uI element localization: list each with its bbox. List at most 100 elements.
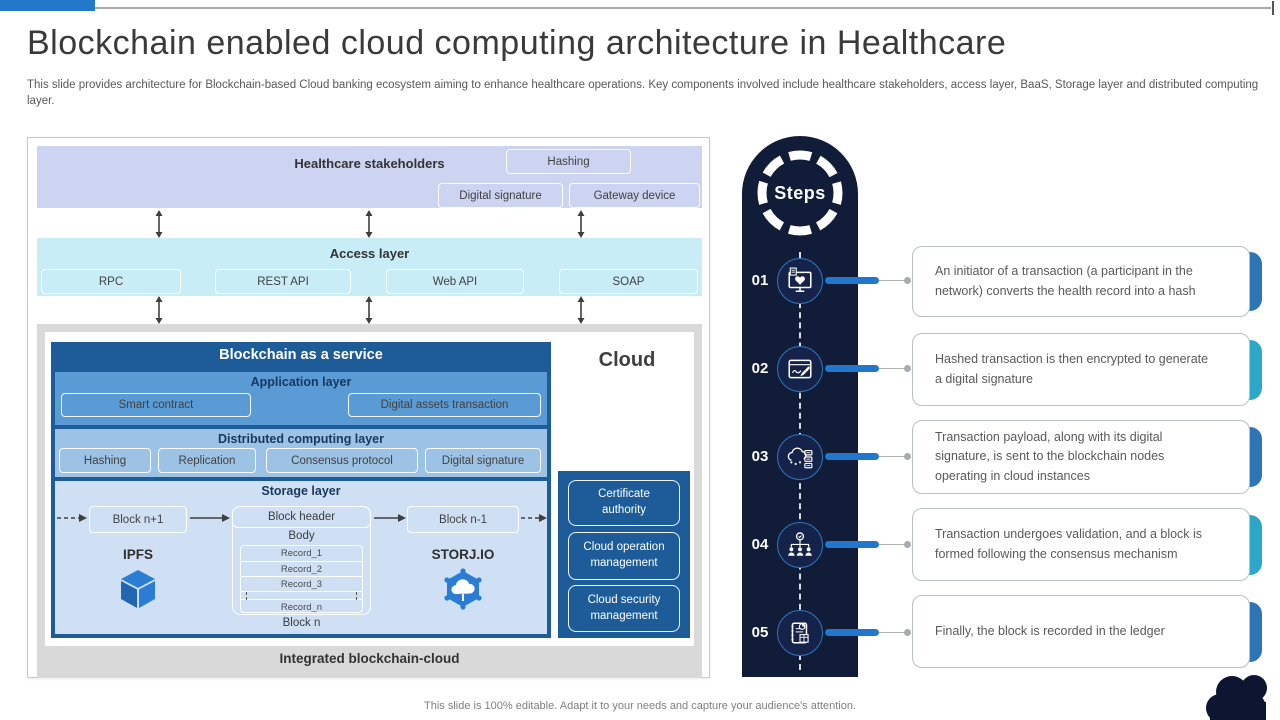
integrated-blockchain-cloud-caption: Integrated blockchain-cloud [279, 651, 460, 666]
app-chip-digital-assets-transaction: Digital assets transaction [348, 393, 541, 417]
stakeholders-title: Healthcare stakeholders [294, 156, 445, 171]
stakeholders-chip-digital-signature: Digital signature [438, 183, 563, 208]
step-connector [825, 453, 879, 460]
step-card: Transaction payload, along with its digi… [912, 420, 1250, 494]
block-n-label: Block n [282, 617, 321, 629]
dashed-arrow-icon [57, 514, 87, 522]
step-number: 02 [751, 360, 769, 377]
cloud-nodes-icon [787, 447, 813, 469]
application-layer-title: Application layer [250, 375, 352, 389]
top-edge-tick [1272, 1, 1274, 15]
records-box: Record_1 Record_2 Record_3 Record_n [240, 545, 363, 613]
storage-layer-title: Storage layer [261, 484, 341, 498]
digital-signature-window-icon [788, 359, 812, 379]
double-arrow-icon [155, 210, 163, 238]
step-connector-dot [904, 277, 911, 284]
computing-chip-replication: Replication [158, 448, 256, 473]
double-arrow-icon [365, 210, 373, 238]
double-arrow-icon [577, 210, 585, 238]
cloud-operation-management-box: Cloud operation management [568, 532, 680, 580]
step-connector [825, 277, 879, 284]
access-chip-rpc: RPC [41, 269, 181, 294]
ledger-icon [791, 622, 809, 644]
step-text: Finally, the block is recorded in the le… [935, 623, 1165, 638]
step-connector-dot [904, 541, 911, 548]
step-number: 05 [751, 624, 769, 641]
record-row: Record_1 [280, 548, 323, 559]
computing-chip-digital-signature: Digital signature [425, 448, 541, 473]
steps-heading: Steps [774, 183, 826, 203]
computing-chip-hashing: Hashing [59, 448, 151, 473]
double-arrow-icon [155, 296, 163, 324]
block-body-label: Body [288, 530, 315, 542]
blockchain-as-a-service-block: Blockchain as a service Application laye… [51, 342, 551, 638]
step-connector [825, 629, 879, 636]
step-icon-circle [777, 434, 823, 480]
step-number: 01 [751, 272, 769, 289]
step-card: An initiator of a transaction (a partici… [912, 246, 1250, 317]
step-connector-dot [904, 365, 911, 372]
step-connector [825, 365, 879, 372]
dashed-arrow-icon [521, 514, 547, 522]
block-n-structure: Block header Body Record_1 Record_2 Reco… [232, 506, 371, 615]
step-text: Hashed transaction is then encrypted to … [935, 352, 1209, 386]
ipfs-cube-icon [121, 570, 155, 608]
step-text: Transaction payload, along with its digi… [935, 429, 1165, 483]
stakeholders-chip-gateway-device: Gateway device [569, 183, 700, 208]
record-row: Record_3 [241, 576, 362, 591]
step-icon-circle [777, 522, 823, 568]
record-row: Record_n [241, 599, 362, 614]
cloud-management-block: Certificate authority Cloud operation ma… [558, 471, 690, 638]
block-n-plus-1: Block n+1 [89, 506, 187, 533]
health-record-monitor-icon [788, 267, 812, 292]
step-card: Transaction undergoes validation, and a … [912, 508, 1250, 581]
corner-cloud-icon [1206, 675, 1267, 720]
step-number: 03 [751, 448, 769, 465]
record-row: Record_2 [241, 561, 362, 576]
double-arrow-icon [365, 296, 373, 324]
storj-label: STORJ.IO [431, 547, 495, 562]
step-number: 04 [751, 536, 769, 553]
step-icon-circle [777, 258, 823, 304]
storage-layer: Storage layer Block n+1 Block header Bod… [55, 481, 547, 634]
arrow-right-icon [190, 514, 230, 522]
step-connector-dot [904, 629, 911, 636]
access-layer-band: Access layer RPC REST API Web API SOAP [37, 238, 702, 296]
footer-note: This slide is 100% editable. Adapt it to… [424, 700, 856, 712]
top-divider-line [95, 7, 1271, 9]
page-subtitle: This slide provides architecture for Blo… [27, 79, 1259, 107]
computing-chip-consensus-protocol: Consensus protocol [266, 448, 418, 473]
access-chip-web-api: Web API [386, 269, 524, 294]
cloud-security-management-box: Cloud security management [568, 585, 680, 632]
baas-title: Blockchain as a service [219, 347, 383, 363]
step-icon-circle [777, 346, 823, 392]
integrated-blockchain-cloud-container: Blockchain as a service Application laye… [37, 324, 702, 678]
step-icon-circle [777, 610, 823, 656]
step-card: Hashed transaction is then encrypted to … [912, 333, 1250, 406]
baas-cloud-area: Blockchain as a service Application laye… [45, 332, 694, 646]
distributed-computing-layer: Distributed computing layer Hashing Repl… [55, 429, 547, 477]
cloud-label: Cloud [598, 349, 656, 371]
records-ellipsis [241, 591, 362, 600]
steps-ring-icon [757, 150, 843, 236]
access-chip-soap: SOAP [559, 269, 698, 294]
block-n-minus-1: Block n-1 [407, 506, 519, 533]
step-connector-thin [879, 632, 905, 633]
block-header-box: Block header [232, 506, 371, 528]
healthcare-stakeholders-band: Healthcare stakeholders Hashing Digital … [37, 146, 702, 208]
storj-cloud-cube-icon [444, 568, 482, 610]
architecture-diagram-panel: Healthcare stakeholders Hashing Digital … [27, 137, 710, 678]
step-connector-thin [879, 544, 905, 545]
step-text: Transaction undergoes validation, and a … [935, 527, 1203, 561]
step-card: Finally, the block is recorded in the le… [912, 595, 1250, 668]
ipfs-label: IPFS [122, 547, 153, 562]
access-chip-rest-api: REST API [215, 269, 351, 294]
step-text: An initiator of a transaction (a partici… [935, 264, 1196, 298]
app-chip-smart-contract: Smart contract [61, 393, 251, 417]
double-arrow-icon [577, 296, 585, 324]
step-connector-thin [879, 456, 905, 457]
stakeholders-chip-hashing: Hashing [506, 149, 631, 174]
computing-layer-title: Distributed computing layer [218, 432, 384, 446]
certificate-authority-box: Certificate authority [568, 480, 680, 526]
